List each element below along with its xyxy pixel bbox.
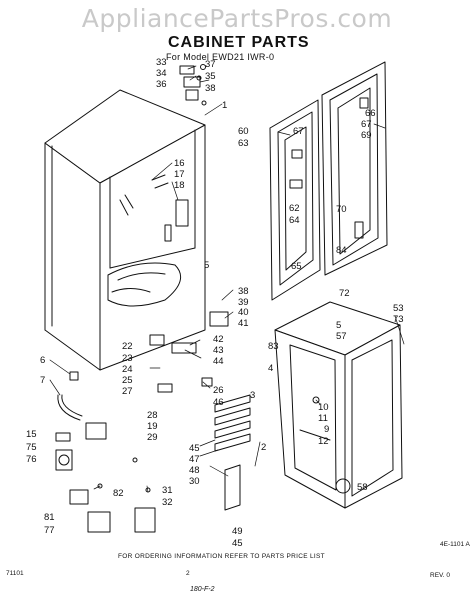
callout-48: 48: [189, 465, 200, 476]
page-number: 2: [186, 570, 190, 577]
callout-66: 66: [365, 108, 376, 119]
page-title: CABINET PARTS: [168, 34, 310, 51]
callout-77: 77: [44, 525, 55, 536]
callout-60: 60: [238, 126, 249, 137]
callout-22: 22: [122, 341, 133, 352]
cabinet-hinge-top: [179, 64, 207, 106]
callout-65: 65: [291, 261, 302, 272]
callout-1: 1: [222, 100, 227, 111]
callout-81: 81: [44, 512, 55, 523]
callout-62: 62: [289, 203, 300, 214]
drawing-code: 4E-1101 A: [440, 541, 470, 548]
callout-40: 40: [238, 307, 249, 318]
small-parts-left: [55, 432, 111, 533]
callout-39: 39: [238, 297, 249, 308]
bracket-parts: [85, 311, 229, 440]
revision-label: REV. 0: [430, 572, 450, 579]
ordering-note: FOR ORDERING INFORMATION REFER TO PARTS …: [118, 553, 325, 560]
callout-38b: 38: [238, 286, 249, 297]
callout-73: 73: [393, 314, 404, 325]
drain-tube: [57, 371, 83, 421]
callout-10: 10: [318, 402, 329, 413]
callout-5b: 5: [336, 320, 341, 331]
door-hardware: [289, 97, 369, 239]
shelf-rails: [214, 394, 251, 511]
callout-28: 28: [147, 410, 158, 421]
callout-47: 47: [189, 454, 200, 465]
model-line: For Model EWD21 IWR-0: [166, 52, 275, 62]
callout-4: 4: [268, 363, 273, 374]
callout-29: 29: [147, 432, 158, 443]
callout-72: 72: [339, 288, 350, 299]
callout-76: 76: [26, 454, 37, 465]
callout-27: 27: [122, 386, 133, 397]
cabinet-internal-parts: [151, 174, 189, 242]
callout-36: 36: [156, 79, 167, 90]
callout-16: 16: [174, 158, 185, 169]
callout-32: 32: [162, 497, 173, 508]
leader-lines: [49, 65, 405, 493]
callout-15: 15: [26, 429, 37, 440]
handwritten-note: 180-F-2: [190, 586, 215, 593]
callout-12: 12: [318, 436, 329, 447]
callout-23: 23: [122, 353, 133, 364]
callout-58: 58: [357, 482, 368, 493]
callout-69: 69: [361, 130, 372, 141]
door-gasket-left: [269, 99, 321, 301]
callout-26: 26: [213, 385, 224, 396]
callout-45: 45: [189, 443, 200, 454]
bottom-parts: [97, 457, 156, 533]
callout-24: 24: [122, 364, 133, 375]
callout-33: 33: [156, 57, 167, 68]
callout-30: 30: [189, 476, 200, 487]
callout-75: 75: [26, 442, 37, 453]
callout-labels: 33 37 34 35 36 38 1 16 17 18 5 66 67 69 …: [26, 57, 404, 549]
callout-18: 18: [174, 180, 185, 191]
callout-37: 37: [205, 59, 216, 70]
callout-31: 31: [162, 485, 173, 496]
left-code: 71101: [6, 570, 24, 577]
watermark: AppliancePartsPros.com: [81, 4, 393, 33]
callout-35: 35: [205, 71, 216, 82]
callout-67b: 67: [293, 126, 304, 137]
callout-84: 84: [336, 245, 347, 256]
callout-9: 9: [324, 424, 329, 435]
callout-67: 67: [361, 119, 372, 130]
callout-6: 6: [40, 355, 45, 366]
callout-44: 44: [213, 356, 224, 367]
callout-57: 57: [336, 331, 347, 342]
callout-45b: 45: [232, 538, 243, 549]
callout-38: 38: [205, 83, 216, 94]
callout-82: 82: [113, 488, 124, 499]
door-gasket-right: [321, 61, 388, 276]
callout-25: 25: [122, 375, 133, 386]
callout-53: 53: [393, 303, 404, 314]
cabinet-shell: [44, 89, 206, 371]
callout-46: 46: [213, 397, 224, 408]
callout-5: 5: [204, 260, 209, 271]
callout-83: 83: [268, 341, 279, 352]
callout-63: 63: [238, 138, 249, 149]
callout-49: 49: [232, 526, 243, 537]
callout-2: 2: [261, 442, 266, 453]
callout-70: 70: [336, 204, 347, 215]
callout-17: 17: [174, 169, 185, 180]
callout-42: 42: [213, 334, 224, 345]
callout-19: 19: [147, 421, 158, 432]
callout-3: 3: [250, 390, 255, 401]
callout-41: 41: [238, 318, 249, 329]
callout-11: 11: [318, 413, 328, 424]
callout-43: 43: [213, 345, 224, 356]
callout-7: 7: [40, 375, 45, 386]
freezer-liner: [274, 301, 403, 509]
callout-34: 34: [156, 68, 167, 79]
callout-64: 64: [289, 215, 300, 226]
